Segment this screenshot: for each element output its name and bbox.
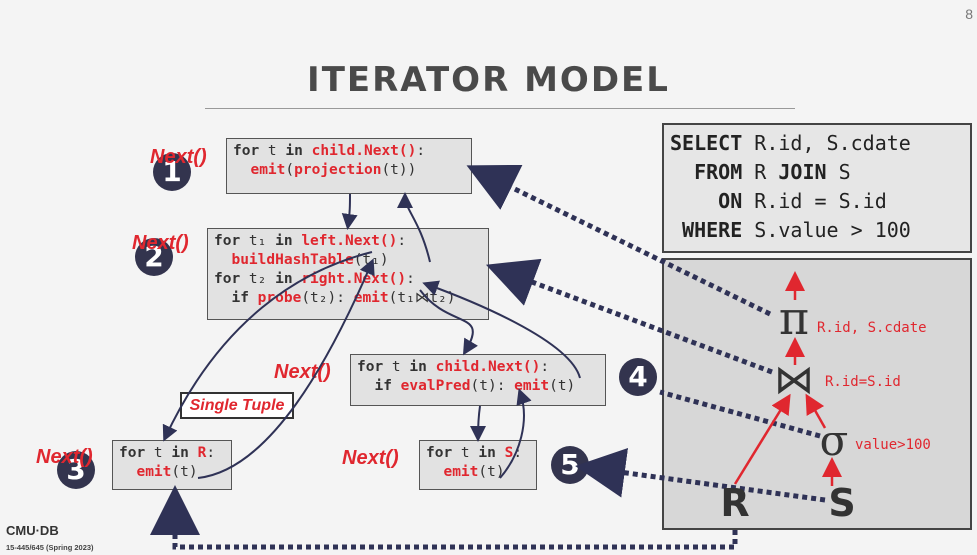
operator-3-badge: 3: [57, 451, 95, 489]
join-node: ⋈: [774, 357, 814, 403]
title-divider: [205, 108, 795, 109]
page-number: 8: [965, 6, 973, 22]
scan-s-code-box: for t in S: emit(t): [419, 440, 537, 490]
projection-label: R.id, S.cdate: [817, 320, 927, 336]
next-call-label-3: Next(): [36, 446, 93, 468]
next-call-label-5: Next(): [342, 447, 399, 469]
join-code-box: for t₁ in left.Next(): buildHashTable(t₁…: [207, 228, 489, 320]
join-label: R.id=S.id: [825, 374, 901, 390]
operator-4-badge: 4: [619, 358, 657, 396]
single-tuple-callout: Single Tuple: [180, 392, 294, 419]
projection-node: π: [779, 291, 809, 345]
selection-label: value>100: [855, 437, 931, 453]
table-r-node: R: [720, 481, 749, 525]
selection-node: σ: [820, 416, 849, 465]
next-call-label-4: Next(): [274, 361, 331, 383]
projection-code-box: for t in child.Next(): emit(projection(t…: [226, 138, 472, 194]
operator-2-badge: 2: [135, 238, 173, 276]
selection-code-box: for t in child.Next(): if evalPred(t): e…: [350, 354, 606, 406]
operator-1-badge: 1: [153, 153, 191, 191]
table-s-node: S: [828, 481, 855, 525]
course-label: 15-445/645 (Spring 2023): [6, 543, 94, 552]
next-call-label-2: Next(): [132, 232, 189, 254]
cmu-db-logo: CMU·DB: [6, 523, 59, 538]
next-call-label-1: Next(): [150, 146, 207, 168]
scan-r-code-box: for t in R: emit(t): [112, 440, 232, 490]
slide-title: ITERATOR MODEL: [307, 60, 670, 100]
sql-query-box: SELECT R.id, S.cdate FROM R JOIN S ON R.…: [662, 123, 972, 253]
